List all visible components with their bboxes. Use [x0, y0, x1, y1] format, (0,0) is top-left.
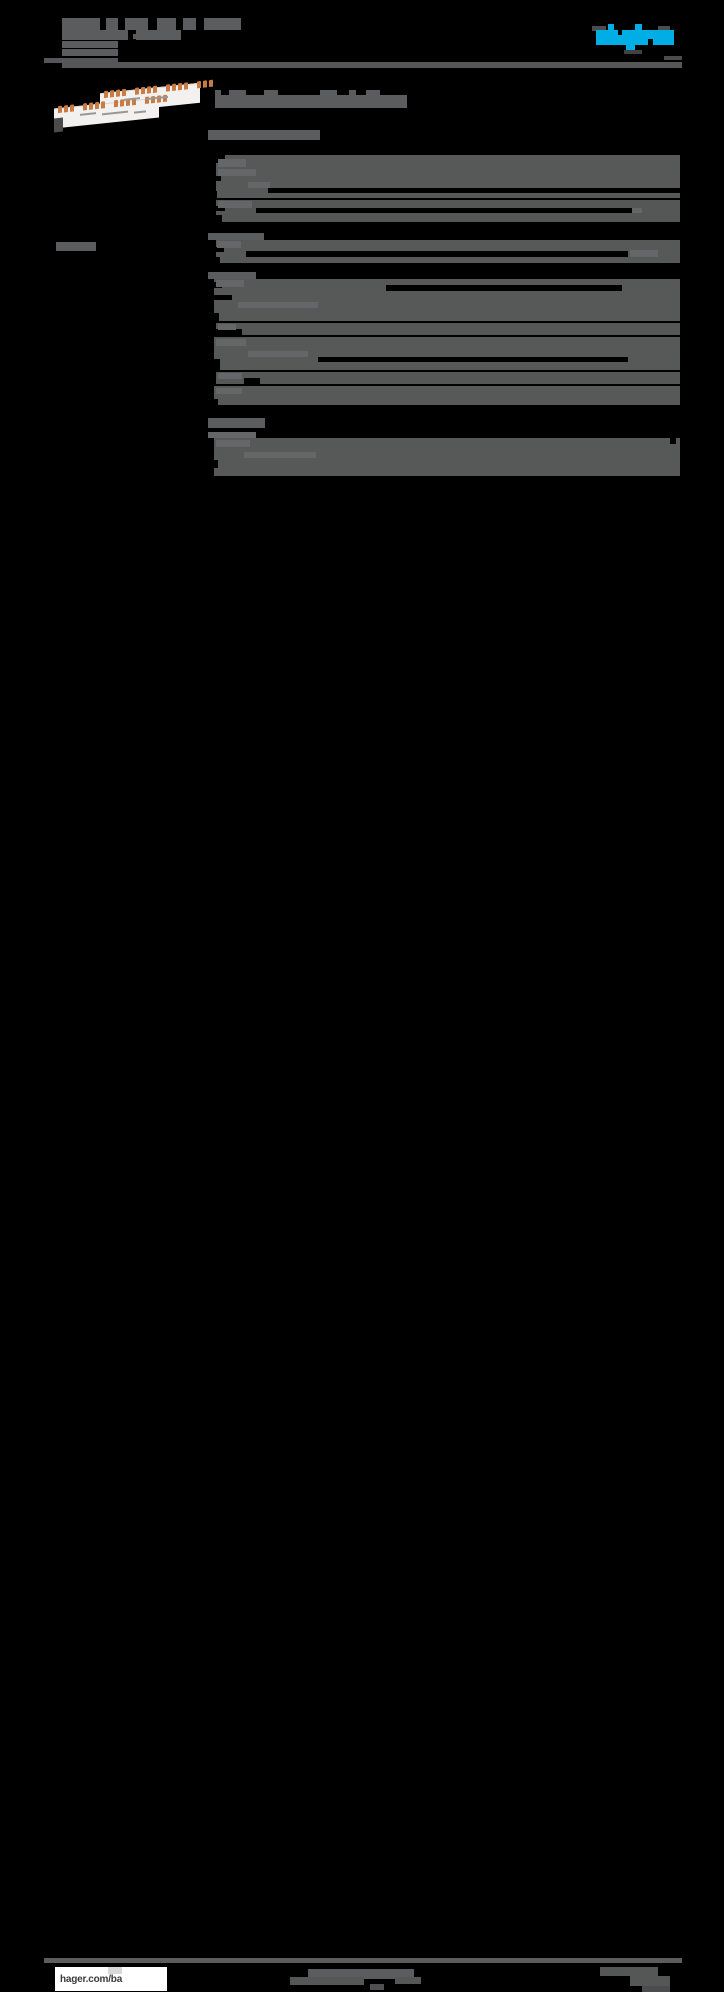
- section-heading-1: [208, 130, 320, 140]
- footer-center-line-3: [395, 1977, 421, 1984]
- row-label: [218, 201, 252, 208]
- row-label: [216, 440, 250, 447]
- row-value: [238, 302, 318, 308]
- table-row: [208, 337, 680, 370]
- page-title-ascender-2: [229, 90, 246, 96]
- header-title-accent: [133, 34, 142, 39]
- row-value: [630, 250, 658, 257]
- header-title-gap-6: [128, 30, 136, 40]
- row-label: [218, 373, 242, 379]
- header-title-gap-1: [100, 18, 106, 30]
- footer-center-line-4: [370, 1984, 384, 1990]
- row-label: [216, 280, 244, 287]
- table-row: [208, 323, 680, 335]
- section-heading-3: [208, 272, 256, 282]
- footer-right-line-2: [630, 1976, 670, 1986]
- header-title-gap-3: [148, 18, 157, 30]
- row-label: [218, 159, 246, 167]
- footer-url-text: hager.com/ba: [60, 1973, 123, 1985]
- table-row: [208, 155, 680, 198]
- row-label: [216, 339, 246, 346]
- page-title-ascender-3: [264, 90, 278, 96]
- header-title-gap-5: [196, 18, 204, 30]
- page-title-ascender-5: [349, 90, 356, 96]
- row-label: [218, 324, 236, 330]
- logo-underline: [664, 56, 682, 60]
- row-label: [217, 241, 241, 248]
- footer-url-highlight: [108, 1967, 122, 1974]
- table-row: [208, 438, 680, 476]
- table-row: [208, 240, 680, 263]
- row-value: [216, 388, 242, 394]
- page-title-ascender-1: [215, 90, 221, 96]
- table-row: [208, 279, 680, 321]
- footer-right-text: [600, 1967, 658, 1976]
- main-content: [208, 90, 680, 476]
- header-title-gap-4: [176, 18, 183, 30]
- table-row: [208, 200, 680, 222]
- header-rule: [62, 62, 682, 68]
- row-value: [248, 182, 270, 188]
- row-value: [632, 208, 642, 213]
- row-value: [244, 452, 316, 458]
- table-row: [208, 386, 680, 405]
- table-row: [208, 372, 680, 384]
- product-caption-line: [56, 243, 96, 251]
- section-heading-2: [208, 233, 264, 243]
- footer-rule: [44, 1958, 682, 1963]
- row-value: [248, 351, 308, 357]
- page-title-ascender-4: [320, 90, 337, 96]
- footer-right-line-3: [642, 1986, 670, 1992]
- footer-center-line-2: [290, 1977, 364, 1985]
- page-title: [215, 95, 407, 108]
- header-title-gap-2: [118, 18, 125, 30]
- header-rule-cap: [44, 58, 118, 63]
- page-title-ascender-6: [366, 90, 380, 96]
- section-heading-4: [208, 418, 265, 428]
- table-row-label-above: [208, 432, 256, 438]
- header-subtitle-1: [62, 41, 118, 48]
- header-subtitle-2: [62, 49, 118, 56]
- page-footer: hager.com/ba: [0, 978, 724, 1992]
- hager-logo: [592, 24, 674, 54]
- header-title-line2: [62, 30, 181, 40]
- page-header: [0, 0, 724, 72]
